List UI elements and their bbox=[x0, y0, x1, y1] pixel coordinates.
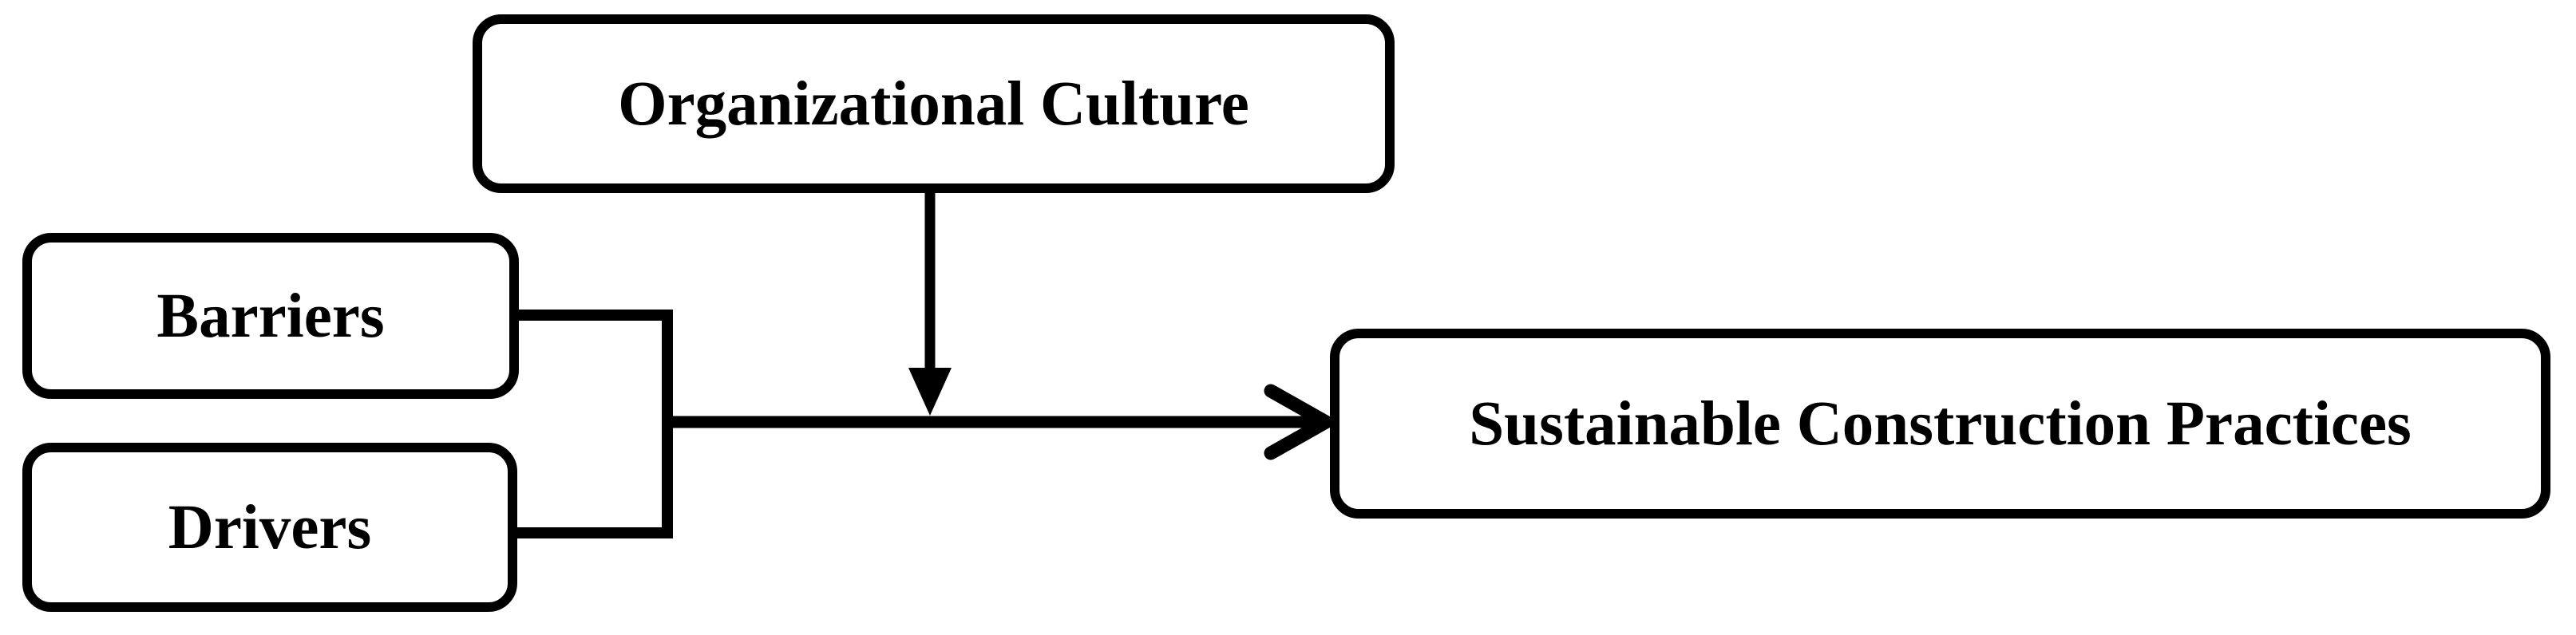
node-sustainable-construction-practices: Sustainable Construction Practices bbox=[1330, 329, 2550, 519]
node-drivers: Drivers bbox=[22, 443, 517, 612]
node-drivers-label: Drivers bbox=[168, 492, 372, 562]
node-barriers-label: Barriers bbox=[156, 281, 385, 351]
node-sustainable-construction-practices-label: Sustainable Construction Practices bbox=[1469, 388, 2412, 459]
moderation-arrowhead-icon bbox=[908, 368, 952, 416]
barriers-drivers-bracket-line bbox=[515, 310, 673, 538]
main-arrowhead-icon bbox=[1264, 384, 1333, 460]
node-organizational-culture: Organizational Culture bbox=[473, 14, 1395, 193]
node-barriers: Barriers bbox=[22, 233, 519, 399]
node-organizational-culture-label: Organizational Culture bbox=[618, 69, 1249, 139]
